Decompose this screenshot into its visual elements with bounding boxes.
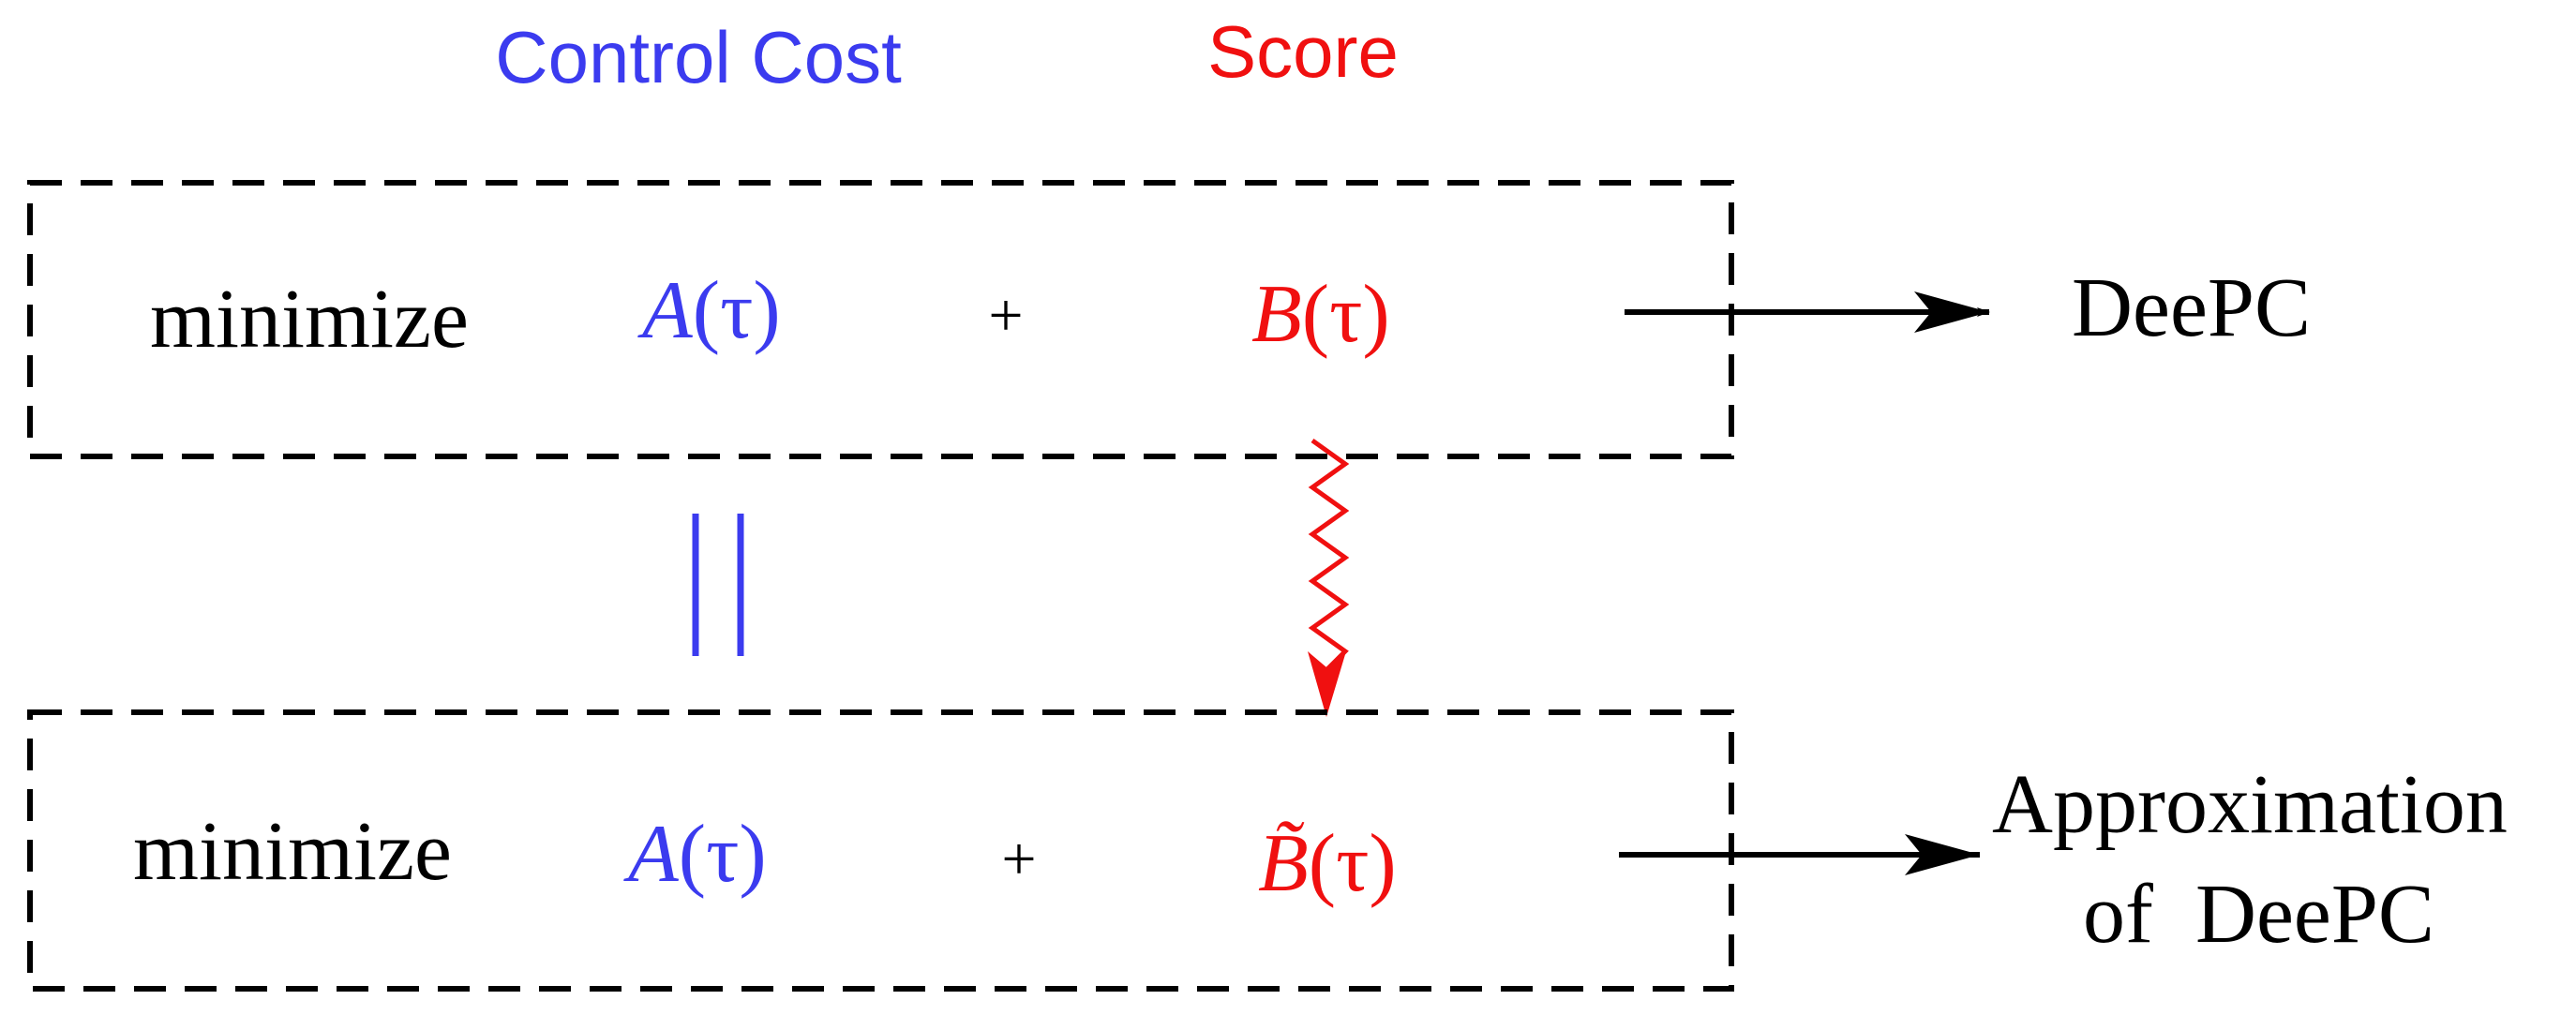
- top-term-b: B(τ): [1251, 269, 1390, 360]
- header-control-cost: Control Cost: [495, 16, 902, 98]
- bottom-minimize-label: minimize: [133, 805, 452, 898]
- top-term-a: A(τ): [637, 265, 781, 356]
- bottom-term-a: A(τ): [623, 809, 767, 900]
- zigzag-arrow-head: [1308, 651, 1346, 717]
- bottom-result-line2: of DeePC: [2083, 868, 2434, 961]
- top-plus-sign: +: [988, 281, 1023, 350]
- top-objective-box: [27, 180, 1734, 459]
- bottom-arrow-head: [1905, 834, 1980, 875]
- top-minimize-label: minimize: [150, 273, 469, 366]
- bottom-objective-box: [27, 709, 1734, 992]
- bottom-term-b-tilde: B̃(τ): [1258, 818, 1397, 909]
- header-score: Score: [1207, 10, 1399, 93]
- approximation-zigzag: [1308, 438, 1350, 672]
- bottom-result-line1: Approximation: [1992, 758, 2508, 851]
- bottom-plus-sign: +: [1001, 825, 1036, 893]
- top-arrow-head: [1914, 291, 1989, 333]
- top-result-deepc: DeePC: [2072, 261, 2311, 354]
